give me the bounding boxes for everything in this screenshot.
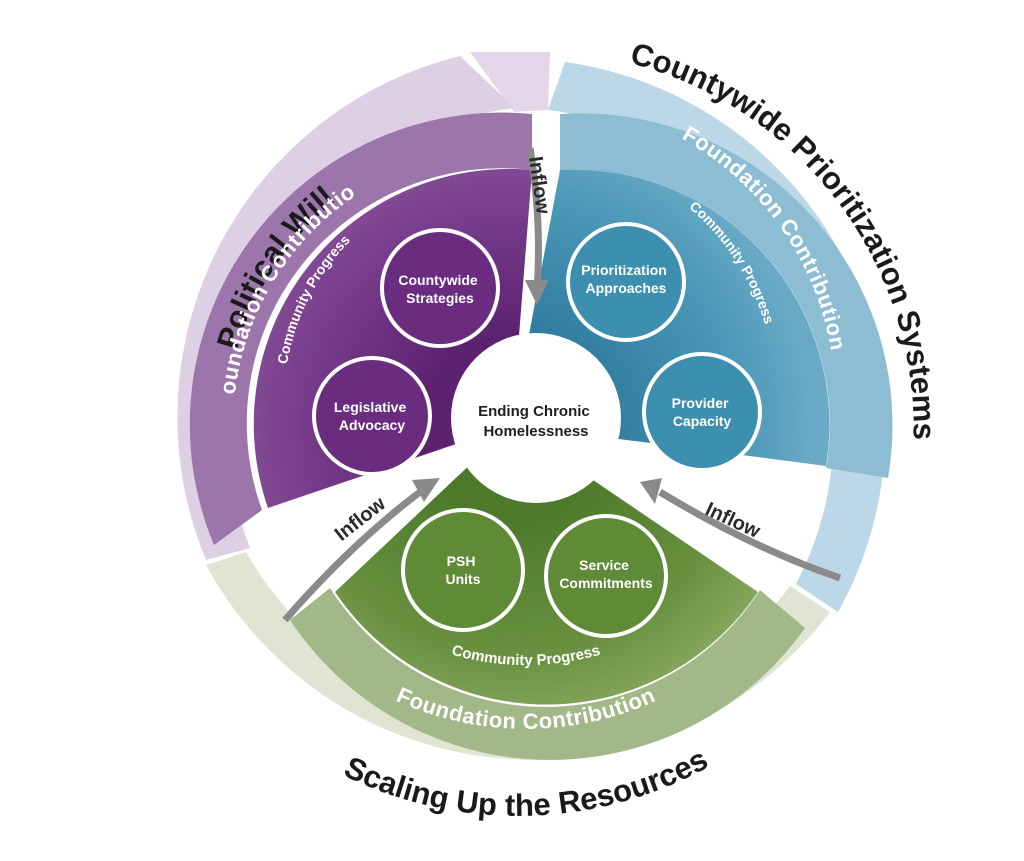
blue-foundation-ring bbox=[560, 113, 893, 479]
inflow-arrow-left bbox=[282, 478, 440, 623]
purple-foundation-ring bbox=[189, 112, 532, 546]
svg-text:Countywide Strategies: Countywide Strategies bbox=[398, 272, 481, 306]
blue-outer-band bbox=[548, 62, 886, 612]
circle-psh-units: PSH Units bbox=[401, 508, 525, 632]
svg-text:Provider Capacity: Provider Capacity bbox=[672, 395, 733, 429]
svg-text:Service Commitments: Service Commitments bbox=[559, 557, 653, 591]
center-label: Ending Chronic Homelessness bbox=[478, 403, 594, 440]
circle-provider-capacity: Provider Capacity bbox=[642, 352, 762, 472]
circle-legislative-advocacy: Legislative Advocacy bbox=[312, 356, 432, 476]
circle-prioritization-approaches: Prioritization Approaches bbox=[566, 222, 686, 342]
circle-countywide-strategies: Countywide Strategies bbox=[380, 228, 500, 348]
center-circle bbox=[451, 333, 621, 503]
svg-text:Legislative Advocacy: Legislative Advocacy bbox=[334, 399, 410, 433]
green-foundation-ring bbox=[290, 588, 805, 760]
circle-service-commitments: Service Commitments bbox=[544, 514, 668, 638]
svg-text:Prioritization Approache: Prioritization Approaches bbox=[581, 262, 670, 296]
svg-text:PSH Units: PSH Units bbox=[446, 553, 481, 587]
purple-outer-band bbox=[177, 52, 550, 560]
inflow-arrow-right bbox=[640, 478, 842, 582]
inflow-arrow-top bbox=[525, 147, 549, 305]
